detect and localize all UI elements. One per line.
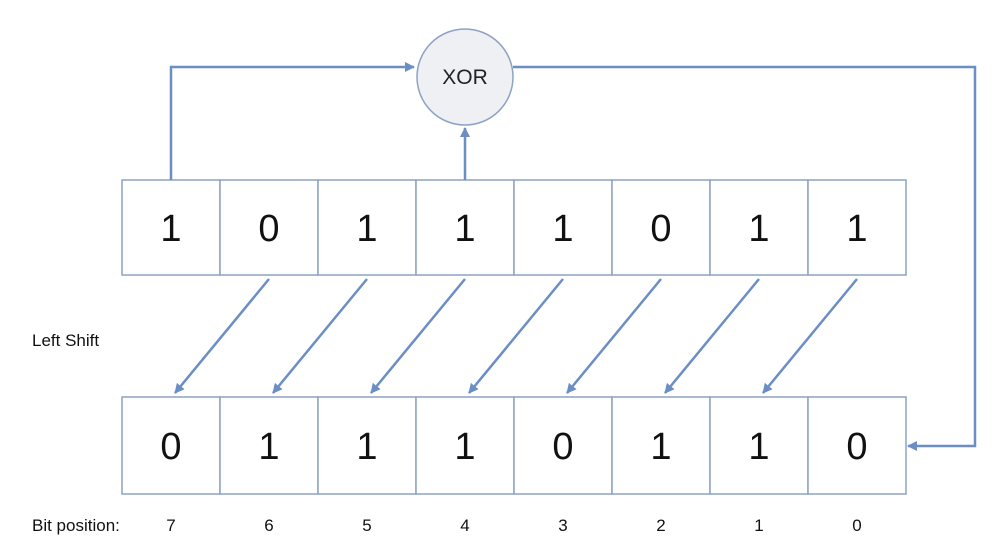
top-bit: 1 <box>454 208 475 250</box>
bottom-bit: 0 <box>846 426 867 468</box>
top-bit: 1 <box>748 208 769 250</box>
top-bit: 1 <box>552 208 573 250</box>
bit-position-value: 7 <box>166 516 175 535</box>
bottom-bit: 1 <box>454 426 475 468</box>
xor-gate: XOR <box>416 28 514 126</box>
top-register: 1 0 1 1 1 0 1 1 <box>121 179 907 276</box>
bottom-cell: 1 <box>317 396 417 495</box>
bottom-cell: 0 <box>121 396 221 495</box>
shift-arrow <box>566 278 662 394</box>
shift-arrow <box>272 278 368 394</box>
bit-position-label: Bit position: <box>32 516 120 535</box>
top-cell: 1 <box>317 179 417 276</box>
bottom-bit: 0 <box>552 426 573 468</box>
shift-arrow <box>468 278 564 394</box>
bit-position-row: Bit position: 7 6 5 4 3 2 1 0 <box>32 516 862 535</box>
bit-position-value: 4 <box>460 516 469 535</box>
bottom-cell: 0 <box>807 396 907 495</box>
top-bit: 1 <box>846 208 867 250</box>
bottom-cell: 1 <box>415 396 515 495</box>
top-cell: 1 <box>513 179 613 276</box>
bit-position-value: 0 <box>852 516 861 535</box>
bottom-cell: 1 <box>219 396 319 495</box>
bottom-cell: 1 <box>611 396 711 495</box>
shift-arrow <box>174 278 270 394</box>
bit-position-value: 3 <box>558 516 567 535</box>
bottom-bit: 1 <box>258 426 279 468</box>
shift-arrow <box>370 278 466 394</box>
bit-position-value: 6 <box>264 516 273 535</box>
bottom-cell: 1 <box>709 396 809 495</box>
bottom-cell: 0 <box>513 396 613 495</box>
top-bit: 1 <box>356 208 377 250</box>
bit-position-value: 1 <box>754 516 763 535</box>
xor-circle <box>416 28 514 126</box>
bottom-bit: 1 <box>356 426 377 468</box>
top-bit: 1 <box>160 208 181 250</box>
xor-label: XOR <box>442 66 488 89</box>
xor-output-feedback-arrow <box>513 65 977 451</box>
top-cell: 0 <box>611 179 711 276</box>
top-cell: 1 <box>415 179 515 276</box>
bottom-bit: 1 <box>650 426 671 468</box>
top-bit: 0 <box>650 208 671 250</box>
top-cell: 0 <box>219 179 319 276</box>
feedback-wires <box>169 62 977 451</box>
bottom-register: 0 1 1 1 0 1 1 0 <box>121 396 907 495</box>
bottom-bit: 1 <box>748 426 769 468</box>
bottom-bit: 0 <box>160 426 181 468</box>
bit-position-value: 2 <box>656 516 665 535</box>
top-cell: 1 <box>709 179 809 276</box>
top-cell: 1 <box>807 179 907 276</box>
bit-position-value: 5 <box>362 516 371 535</box>
shift-arrows <box>174 278 858 394</box>
top-bit: 0 <box>258 208 279 250</box>
left-shift-label: Left Shift <box>32 331 99 350</box>
shift-arrow <box>664 278 760 394</box>
tap-bit7-to-xor-arrow <box>169 62 415 180</box>
top-cell: 1 <box>121 179 221 276</box>
shift-arrow <box>762 278 858 394</box>
